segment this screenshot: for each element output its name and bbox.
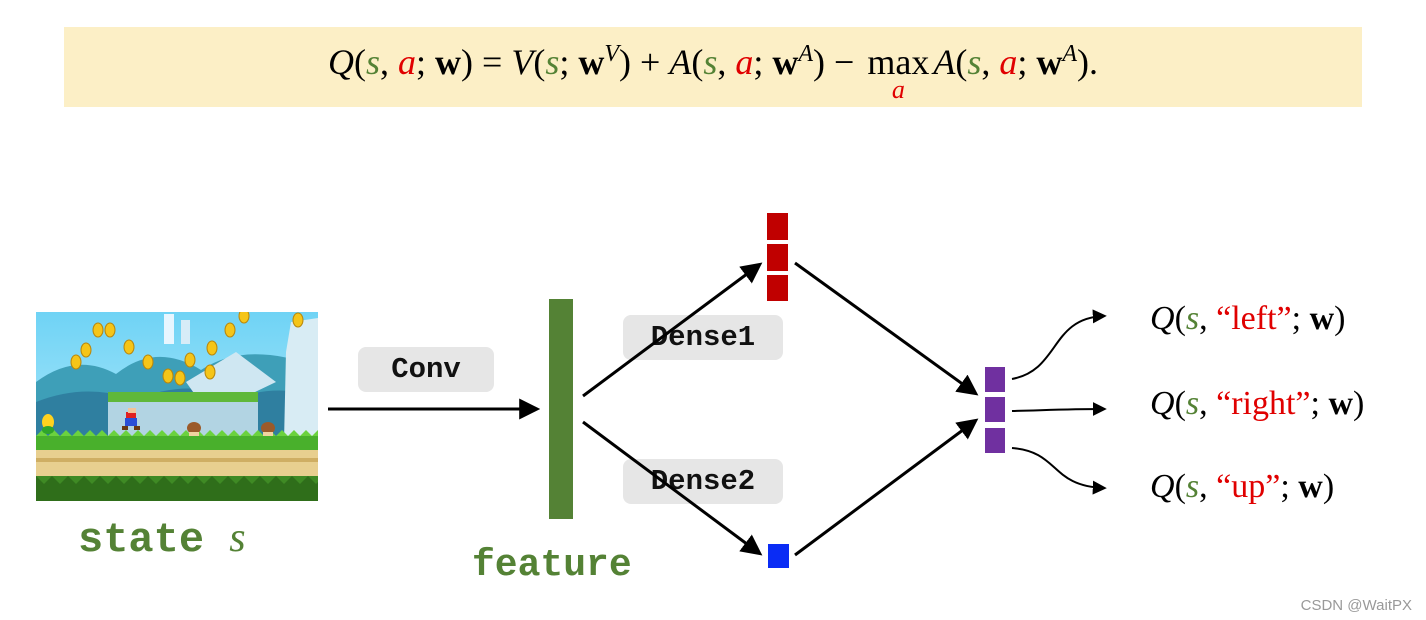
formula-w: w (578, 42, 605, 82)
q-weights: w (1298, 468, 1323, 505)
formula-sup-v: V (604, 41, 620, 67)
q-semicolon: ; (1310, 385, 1329, 422)
formula-sup-a: A (798, 41, 814, 67)
formula-a: a (735, 42, 754, 82)
q-paren: ) (1353, 385, 1365, 422)
q-weights: w (1309, 300, 1335, 337)
formula-max-label: max (867, 42, 930, 82)
q-semicolon: ; (1291, 300, 1310, 337)
formula-paren: ( (955, 42, 968, 82)
q-output-cell (985, 428, 1005, 453)
q-output-cell (985, 397, 1005, 422)
dense1-output-cell (767, 213, 788, 240)
value-merge-arrow (794, 418, 979, 557)
formula-s: s (967, 42, 982, 82)
formula-v: V (511, 42, 534, 82)
formula-paren: ) (619, 42, 632, 82)
q-paren: ( (1174, 300, 1186, 337)
watermark: CSDN @WaitPX (1300, 597, 1412, 614)
formula-semicolon: ; (559, 42, 579, 82)
q-state: s (1185, 385, 1200, 422)
formula-paren: ) (461, 42, 473, 82)
formula-equals: = (473, 42, 512, 82)
state-variable: s (229, 515, 246, 561)
formula-comma: , (717, 42, 736, 82)
q-action: “up” (1216, 468, 1281, 505)
formula-semicolon: ; (1017, 42, 1037, 82)
formula-s: s (545, 42, 560, 82)
formula-a: a (397, 42, 416, 82)
dense1-arrow (582, 262, 763, 398)
q-comma: , (1199, 468, 1217, 505)
q-output-right: Q(s, “right”; w) (1150, 385, 1364, 423)
conv-label: Conv (358, 347, 494, 392)
q-up-arrow (1011, 447, 1107, 495)
formula-banner: Q(s, a; w) = V(s; wV) + A(s, a; wA) − ma… (64, 27, 1362, 107)
q-action: “left” (1216, 300, 1292, 337)
formula-plus: + (631, 42, 670, 82)
formula-s: s (703, 42, 718, 82)
state-word: state (78, 516, 205, 564)
formula-paren: ) (813, 42, 826, 82)
feature-vector (549, 299, 573, 519)
formula-max-sub: a (891, 75, 905, 104)
q-state: s (1185, 300, 1200, 337)
dense1-label: Dense1 (623, 315, 783, 360)
formula-q: Q (327, 42, 354, 82)
q-symbol: Q (1150, 385, 1175, 422)
formula-paren: ( (691, 42, 704, 82)
formula-w: w (772, 42, 799, 82)
formula-comma: , (379, 42, 398, 82)
formula-w: w (435, 42, 461, 82)
state-caption: state s (78, 514, 246, 564)
q-symbol: Q (1150, 468, 1175, 505)
formula-a-func: A (669, 42, 692, 82)
q-output-left: Q(s, “left”; w) (1150, 300, 1345, 338)
dense1-output-cell (767, 275, 788, 301)
q-paren: ) (1334, 300, 1346, 337)
formula-paren: ( (353, 42, 366, 82)
q-symbol: Q (1150, 300, 1175, 337)
dense2-output-cell (768, 544, 789, 568)
q-semicolon: ; (1280, 468, 1299, 505)
formula-paren: ( (533, 42, 546, 82)
q-comma: , (1199, 385, 1217, 422)
dense1-output-cell (767, 244, 788, 271)
formula-semicolon: ; (753, 42, 773, 82)
formula-period: . (1089, 42, 1099, 82)
q-right-arrow (1011, 402, 1107, 417)
q-state: s (1185, 468, 1200, 505)
game-screenshot (36, 312, 318, 501)
formula-paren: ) (1077, 42, 1090, 82)
formula-comma: , (981, 42, 1000, 82)
formula-a: a (999, 42, 1018, 82)
q-output-up: Q(s, “up”; w) (1150, 468, 1334, 506)
dueling-formula: Q(s, a; w) = V(s; wV) + A(s, a; wA) − ma… (64, 41, 1362, 104)
q-paren: ( (1174, 468, 1186, 505)
q-output-cell (985, 367, 1005, 392)
formula-w: w (1036, 42, 1063, 82)
mario-scene-image (36, 312, 318, 501)
formula-semicolon: ; (415, 42, 435, 82)
q-weights: w (1328, 385, 1354, 422)
q-paren: ) (1322, 468, 1335, 505)
formula-s: s (365, 42, 380, 82)
formula-sup-a: A (1062, 41, 1078, 67)
q-left-arrow (1011, 309, 1107, 380)
formula-a-func: A (933, 42, 956, 82)
formula-minus: − (825, 42, 864, 82)
advantage-merge-arrow (794, 261, 979, 396)
feature-caption: feature (472, 544, 632, 587)
q-comma: , (1199, 300, 1217, 337)
q-paren: ( (1174, 385, 1186, 422)
dense2-label: Dense2 (623, 459, 783, 504)
q-action: “right” (1216, 385, 1311, 422)
dense2-arrow (582, 420, 763, 556)
